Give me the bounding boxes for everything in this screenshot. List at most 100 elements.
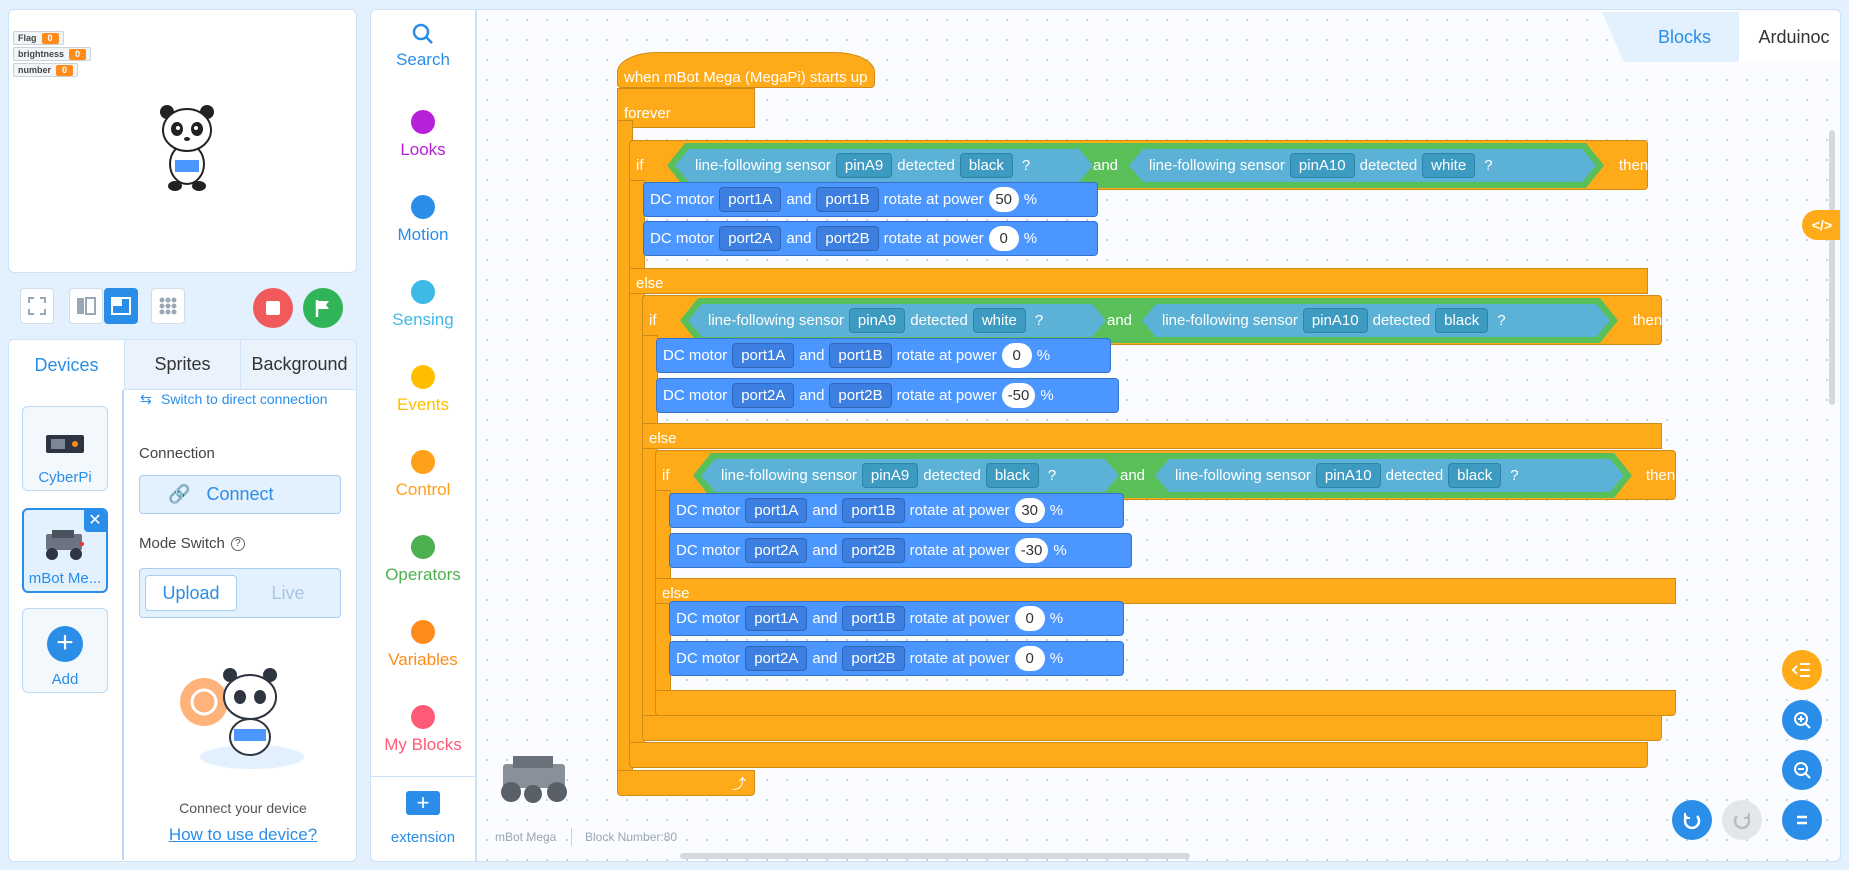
stop-icon — [266, 301, 280, 315]
then-label: then — [1646, 467, 1676, 484]
vertical-scrollbar[interactable] — [1829, 130, 1835, 405]
block-palette: Search Looks Motion Sensing Events Contr… — [370, 9, 476, 862]
connect-illustration-icon — [180, 668, 304, 769]
tab-devices[interactable]: Devices — [9, 340, 124, 390]
hat-block-start[interactable]: when mBot Mega (MegaPi) starts up — [617, 52, 875, 88]
switch-icon: ⇆ — [140, 391, 152, 407]
switch-connection-link[interactable]: ⇆ Switch to direct connection — [140, 391, 328, 407]
tab-blocks[interactable]: Blocks — [1602, 12, 1747, 62]
add-device-button[interactable]: + Add — [22, 608, 108, 693]
grid-icon — [159, 297, 177, 315]
category-motion[interactable]: Motion — [371, 195, 475, 245]
if-label: if — [662, 467, 670, 484]
category-search[interactable]: Search — [371, 22, 475, 70]
normal-stage-button[interactable] — [104, 288, 138, 324]
device-panel: Devices Sprites Background CyberPi ✕ mBo… — [8, 339, 357, 862]
mode-switch: Upload Live — [139, 568, 341, 618]
category-variables[interactable]: Variables — [371, 620, 475, 670]
code-workspace[interactable]: Blocks Arduinoc when mBot Mega (MegaPi) … — [476, 9, 1841, 862]
search-icon — [412, 23, 433, 44]
else-label: else — [649, 430, 677, 447]
redo-icon[interactable] — [1722, 800, 1762, 840]
category-control[interactable]: Control — [371, 450, 475, 500]
robot-watermark-icon — [501, 756, 567, 803]
device-card-mbot-mega[interactable]: ✕ mBot Me... — [22, 508, 108, 593]
palette-divider — [371, 776, 475, 777]
device-card-cyberpi[interactable]: CyberPi — [22, 406, 108, 491]
fullscreen-icon — [28, 297, 46, 315]
forever-footer: ⤴ — [617, 770, 755, 796]
live-mode-button[interactable]: Live — [271, 582, 305, 603]
and-label: and — [1107, 312, 1133, 329]
connection-heading: Connection — [139, 445, 215, 462]
else-block-2 — [642, 423, 1662, 449]
help-icon[interactable]: ? — [230, 536, 245, 551]
remove-device-icon[interactable]: ✕ — [84, 510, 106, 532]
device-name-footer: mBot Mega — [495, 830, 557, 844]
extension-button[interactable]: + extension — [390, 790, 456, 847]
green-flag-button[interactable] — [303, 288, 343, 328]
tab-sprites[interactable]: Sprites — [124, 340, 240, 390]
add-label: Add — [51, 671, 79, 688]
grid-view-button[interactable] — [151, 288, 185, 324]
upload-mode-button[interactable]: Upload — [145, 575, 237, 611]
horizontal-scrollbar[interactable] — [680, 853, 1190, 859]
if-block-1-footer — [629, 742, 1648, 768]
forever-label: forever — [624, 105, 671, 122]
tab-background[interactable]: Background — [240, 340, 356, 390]
zoom-in-icon[interactable] — [1782, 700, 1822, 740]
panda-sprite[interactable] — [157, 102, 217, 192]
cyberpi-icon — [46, 435, 84, 453]
category-events[interactable]: Events — [371, 365, 475, 415]
category-my-blocks[interactable]: My Blocks — [371, 705, 475, 755]
stop-button[interactable] — [253, 288, 293, 328]
tab-arduinoc[interactable]: Arduinoc — [1739, 12, 1840, 62]
undo-icon[interactable] — [1672, 800, 1712, 840]
footer-divider — [571, 828, 572, 846]
forever-block[interactable] — [617, 88, 755, 128]
connect-message: Connect your device — [179, 800, 307, 816]
code-toggle-icon[interactable]: </> — [1802, 210, 1840, 240]
if-label: if — [649, 312, 657, 329]
then-label: then — [1633, 312, 1663, 329]
how-to-use-link[interactable]: How to use device? — [168, 825, 318, 844]
normal-stage-icon — [111, 297, 131, 315]
category-operators[interactable]: Operators — [371, 535, 475, 585]
link-icon: 🔗 — [168, 484, 191, 504]
zoom-reset-icon[interactable] — [1782, 800, 1822, 840]
if-label: if — [636, 157, 644, 174]
zoom-out-icon[interactable] — [1782, 750, 1822, 790]
collapse-icon[interactable] — [1782, 650, 1822, 690]
mode-switch-label: Mode Switch ? — [139, 535, 245, 552]
device-name: CyberPi — [38, 469, 92, 486]
else-label: else — [662, 585, 690, 602]
device-name: mBot Me... — [28, 570, 102, 587]
category-looks[interactable]: Looks — [371, 110, 475, 160]
category-sensing[interactable]: Sensing — [371, 280, 475, 330]
fullscreen-button[interactable] — [20, 288, 54, 324]
and-label: and — [1120, 467, 1146, 484]
connect-button[interactable]: 🔗 Connect — [139, 475, 341, 514]
loop-arrow-icon: ⤴ — [732, 776, 746, 792]
small-stage-button[interactable] — [69, 288, 103, 324]
add-icon: + — [47, 626, 83, 662]
if-block-2-footer — [642, 715, 1662, 741]
